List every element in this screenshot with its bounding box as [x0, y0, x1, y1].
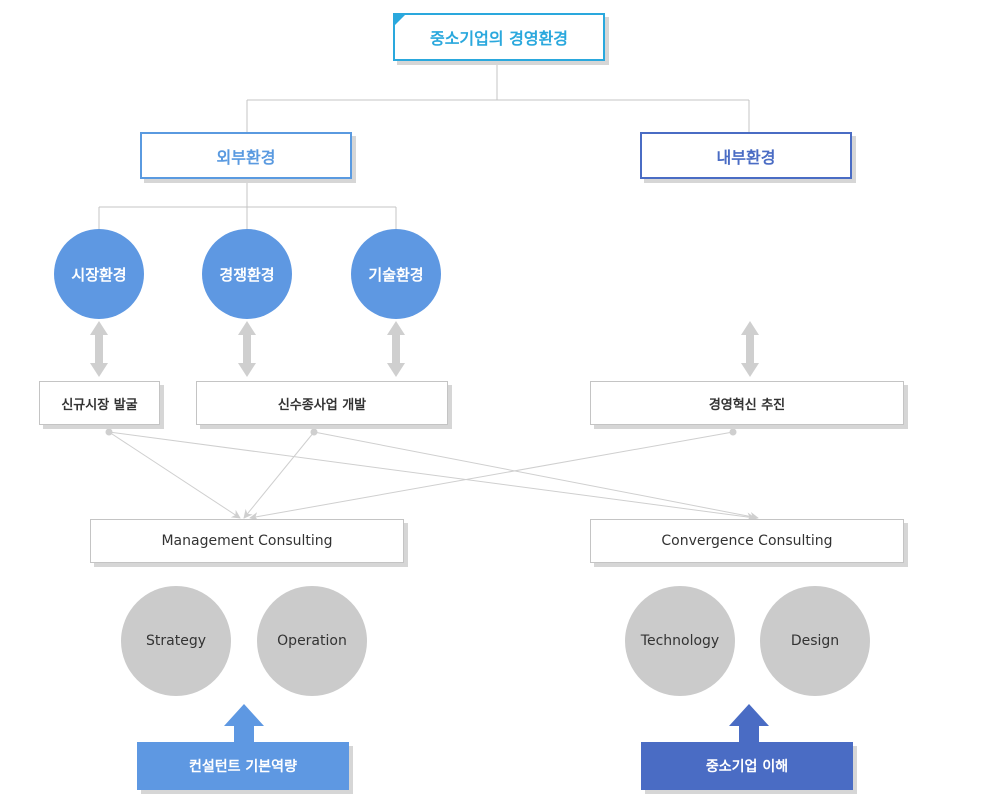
title-corner-accent	[393, 13, 407, 27]
technology-circle: Technology	[625, 586, 735, 696]
external-environment-box: 외부환경	[140, 132, 352, 179]
double-arrow-internal	[741, 321, 759, 377]
operation-circle: Operation	[257, 586, 367, 696]
design-label: Design	[790, 633, 840, 649]
new-market-label: 신규시장 발굴	[61, 397, 138, 413]
market-environment-circle: 시장환경	[54, 229, 144, 319]
new-business-label: 신수종사업 개발	[277, 397, 367, 413]
management-innovation-box: 경영혁신 추진	[590, 381, 904, 425]
design-circle: Design	[760, 586, 870, 696]
external-environment-label: 외부환경	[216, 147, 276, 167]
double-arrows	[90, 321, 759, 377]
new-business-box: 신수종사업 개발	[196, 381, 448, 425]
technology-environment-label: 기술환경	[368, 265, 424, 284]
consultant-competency-label: 컨설턴트 기본역량	[189, 759, 297, 775]
cross-connectors	[108, 431, 759, 522]
consultant-competency-box: 컨설턴트 기본역량	[137, 742, 349, 790]
competition-environment-circle: 경쟁환경	[202, 229, 292, 319]
diagram-title: 중소기업의 경영환경	[429, 29, 569, 48]
sme-understanding-label: 중소기업 이해	[705, 759, 789, 775]
market-environment-label: 시장환경	[71, 265, 127, 284]
convergence-consulting-label: Convergence Consulting	[661, 533, 833, 549]
strategy-circle: Strategy	[121, 586, 231, 696]
competition-environment-label: 경쟁환경	[219, 265, 275, 284]
convergence-consulting-box: Convergence Consulting	[590, 519, 904, 563]
internal-environment-box: 내부환경	[640, 132, 852, 179]
new-market-box: 신규시장 발굴	[39, 381, 160, 425]
double-arrow-competition	[238, 321, 256, 377]
double-arrow-technology	[387, 321, 405, 377]
operation-label: Operation	[277, 633, 347, 649]
diagram-title-box: 중소기업의 경영환경	[393, 13, 605, 61]
management-consulting-label: Management Consulting	[161, 533, 333, 549]
up-arrow-left	[224, 704, 264, 742]
tree-connectors	[98, 62, 750, 229]
internal-environment-label: 내부환경	[716, 147, 776, 167]
up-arrows	[224, 704, 769, 742]
up-arrow-right	[729, 704, 769, 742]
sme-understanding-box: 중소기업 이해	[641, 742, 853, 790]
technology-environment-circle: 기술환경	[351, 229, 441, 319]
management-innovation-label: 경영혁신 추진	[708, 397, 786, 413]
management-consulting-box: Management Consulting	[90, 519, 404, 563]
technology-label: Technology	[640, 633, 720, 649]
connector-dots	[105, 428, 737, 436]
strategy-label: Strategy	[146, 633, 206, 649]
double-arrow-market	[90, 321, 108, 377]
